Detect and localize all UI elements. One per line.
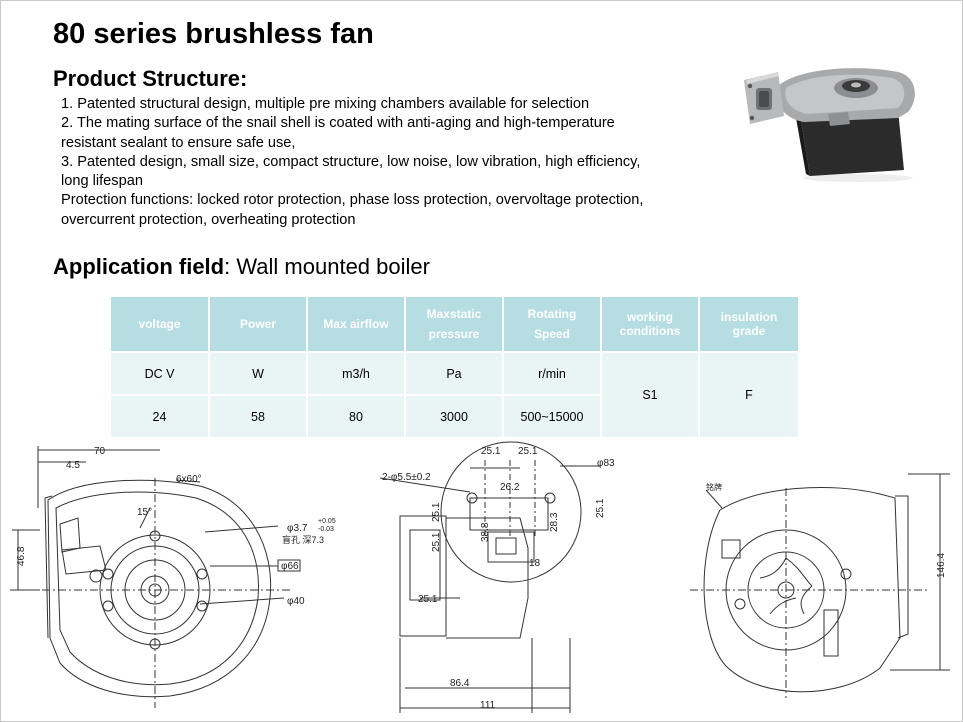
dim-46-8: 46.8 [16, 546, 27, 566]
header-working-line2: conditions [619, 324, 681, 338]
header-insulation-line2: grade [732, 324, 766, 338]
table-header-row: voltage Power Max airflow Maxstatic press… [111, 297, 800, 353]
header-insulation-line1: insulation [720, 310, 778, 324]
dim-15: 15° [137, 507, 152, 518]
dim-40: φ40 [287, 596, 305, 607]
dim-66: φ66 [281, 561, 299, 572]
dim-hole-dia: φ3.7 [287, 523, 308, 534]
structure-line: overcurrent protection, overheating prot… [61, 211, 356, 228]
application-label: Application field [53, 254, 225, 279]
label-nameplate: 铭牌 [706, 482, 722, 492]
application-value: : Wall mounted boiler [224, 254, 430, 279]
rear-view-drawing [690, 473, 950, 698]
header-voltage: voltage [111, 297, 210, 353]
dim-86-4: 86.4 [450, 678, 470, 689]
dim-111: 111 [480, 700, 496, 711]
unit-pressure: Pa [405, 352, 504, 396]
table-row: DC V W m3/h Pa r/min S1 F [111, 352, 800, 439]
front-view-drawing [10, 446, 301, 708]
unit-speed: r/min [503, 352, 602, 396]
application-field: Application field: Wall mounted boiler [53, 254, 430, 280]
structure-line: Protection functions: locked rotor prote… [61, 192, 644, 209]
page-title: 80 series brushless fan [53, 18, 374, 50]
dim-25-1-a: 25.1 [481, 446, 501, 457]
dim-25-1-v1: 25.1 [431, 502, 442, 522]
dim-hole-tol-up: +0.05 [318, 518, 336, 525]
cell-working-conditions: S1 [601, 352, 700, 439]
dim-4-5: 4.5 [66, 460, 80, 471]
header-pressure: Maxstatic pressure [405, 297, 504, 353]
header-speed-line1: Rotating [527, 307, 577, 321]
side-view-drawing [379, 441, 600, 713]
unit-airflow: m3/h [307, 352, 406, 396]
header-power: Power [209, 297, 308, 353]
dim-25-1-h: 25.1 [418, 594, 438, 605]
structure-line: 2. The mating surface of the snail shell… [61, 115, 615, 132]
dim-25-1-b: 25.1 [518, 446, 538, 457]
dim-18: 18 [529, 558, 541, 569]
structure-heading: Product Structure: [53, 66, 248, 91]
value-voltage: 24 [111, 395, 210, 439]
technical-drawings: 70 4.5 6x60° 15° φ3.7 +0.05 -0.03 盲孔 深7.… [10, 441, 950, 713]
dim-6x60: 6x60° [176, 474, 202, 485]
dim-25-1-v3: 25.1 [431, 532, 442, 552]
structure-line: long lifespan [61, 173, 143, 190]
value-airflow: 80 [307, 395, 406, 439]
header-pressure-line2: pressure [428, 327, 480, 341]
dim-38-8: 38.8 [480, 522, 491, 542]
value-power: 58 [209, 395, 308, 439]
unit-power: W [209, 352, 308, 396]
dim-70: 70 [94, 446, 106, 457]
structure-line: resistant sealant to ensure safe use, [61, 134, 296, 151]
dim-25-1-v2: 25.1 [595, 498, 606, 518]
structure-line: 3. Patented design, small size, compact … [61, 153, 641, 170]
header-speed-line2: Speed [533, 327, 570, 341]
dim-28-3: 28.3 [549, 512, 560, 532]
table-row: 24 58 80 3000 500~15000 [111, 395, 799, 439]
dim-26-2: 26.2 [500, 482, 520, 493]
spec-table: voltage Power Max airflow Maxstatic press… [111, 297, 800, 439]
dim-146-4: 146.4 [936, 553, 947, 578]
fan-product-photo [744, 68, 915, 182]
header-working-line1: working [626, 310, 673, 324]
header-airflow: Max airflow [307, 297, 406, 353]
value-speed: 500~15000 [503, 395, 602, 439]
dim-83: φ83 [597, 458, 615, 469]
value-pressure: 3000 [405, 395, 504, 439]
structure-line: 1. Patented structural design, multiple … [61, 96, 590, 112]
dim-holes: 2-φ5.5±0.2 [382, 472, 431, 483]
cell-insulation-grade: F [699, 352, 800, 439]
dim-hole-tol-dn: -0.03 [318, 526, 334, 533]
dim-blind-hole: 盲孔 深7.3 [282, 534, 324, 545]
unit-voltage: DC V [111, 352, 210, 396]
header-pressure-line1: Maxstatic [426, 307, 482, 321]
structure-list: 1. Patented structural design, multiple … [61, 95, 721, 230]
